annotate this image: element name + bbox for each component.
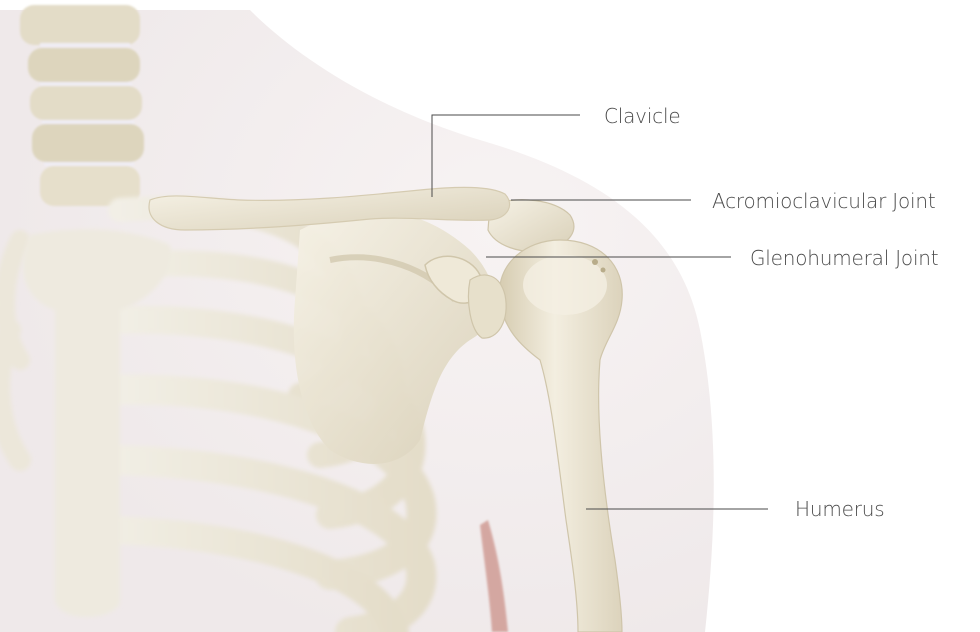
glenoid <box>469 275 507 338</box>
humerus-label: Humerus <box>795 497 884 521</box>
clavicle-label: Clavicle <box>604 104 680 128</box>
glenohumeral-joint-label: Glenohumeral Joint <box>750 246 938 270</box>
acromioclavicular-joint-label: Acromioclavicular Joint <box>712 189 936 213</box>
